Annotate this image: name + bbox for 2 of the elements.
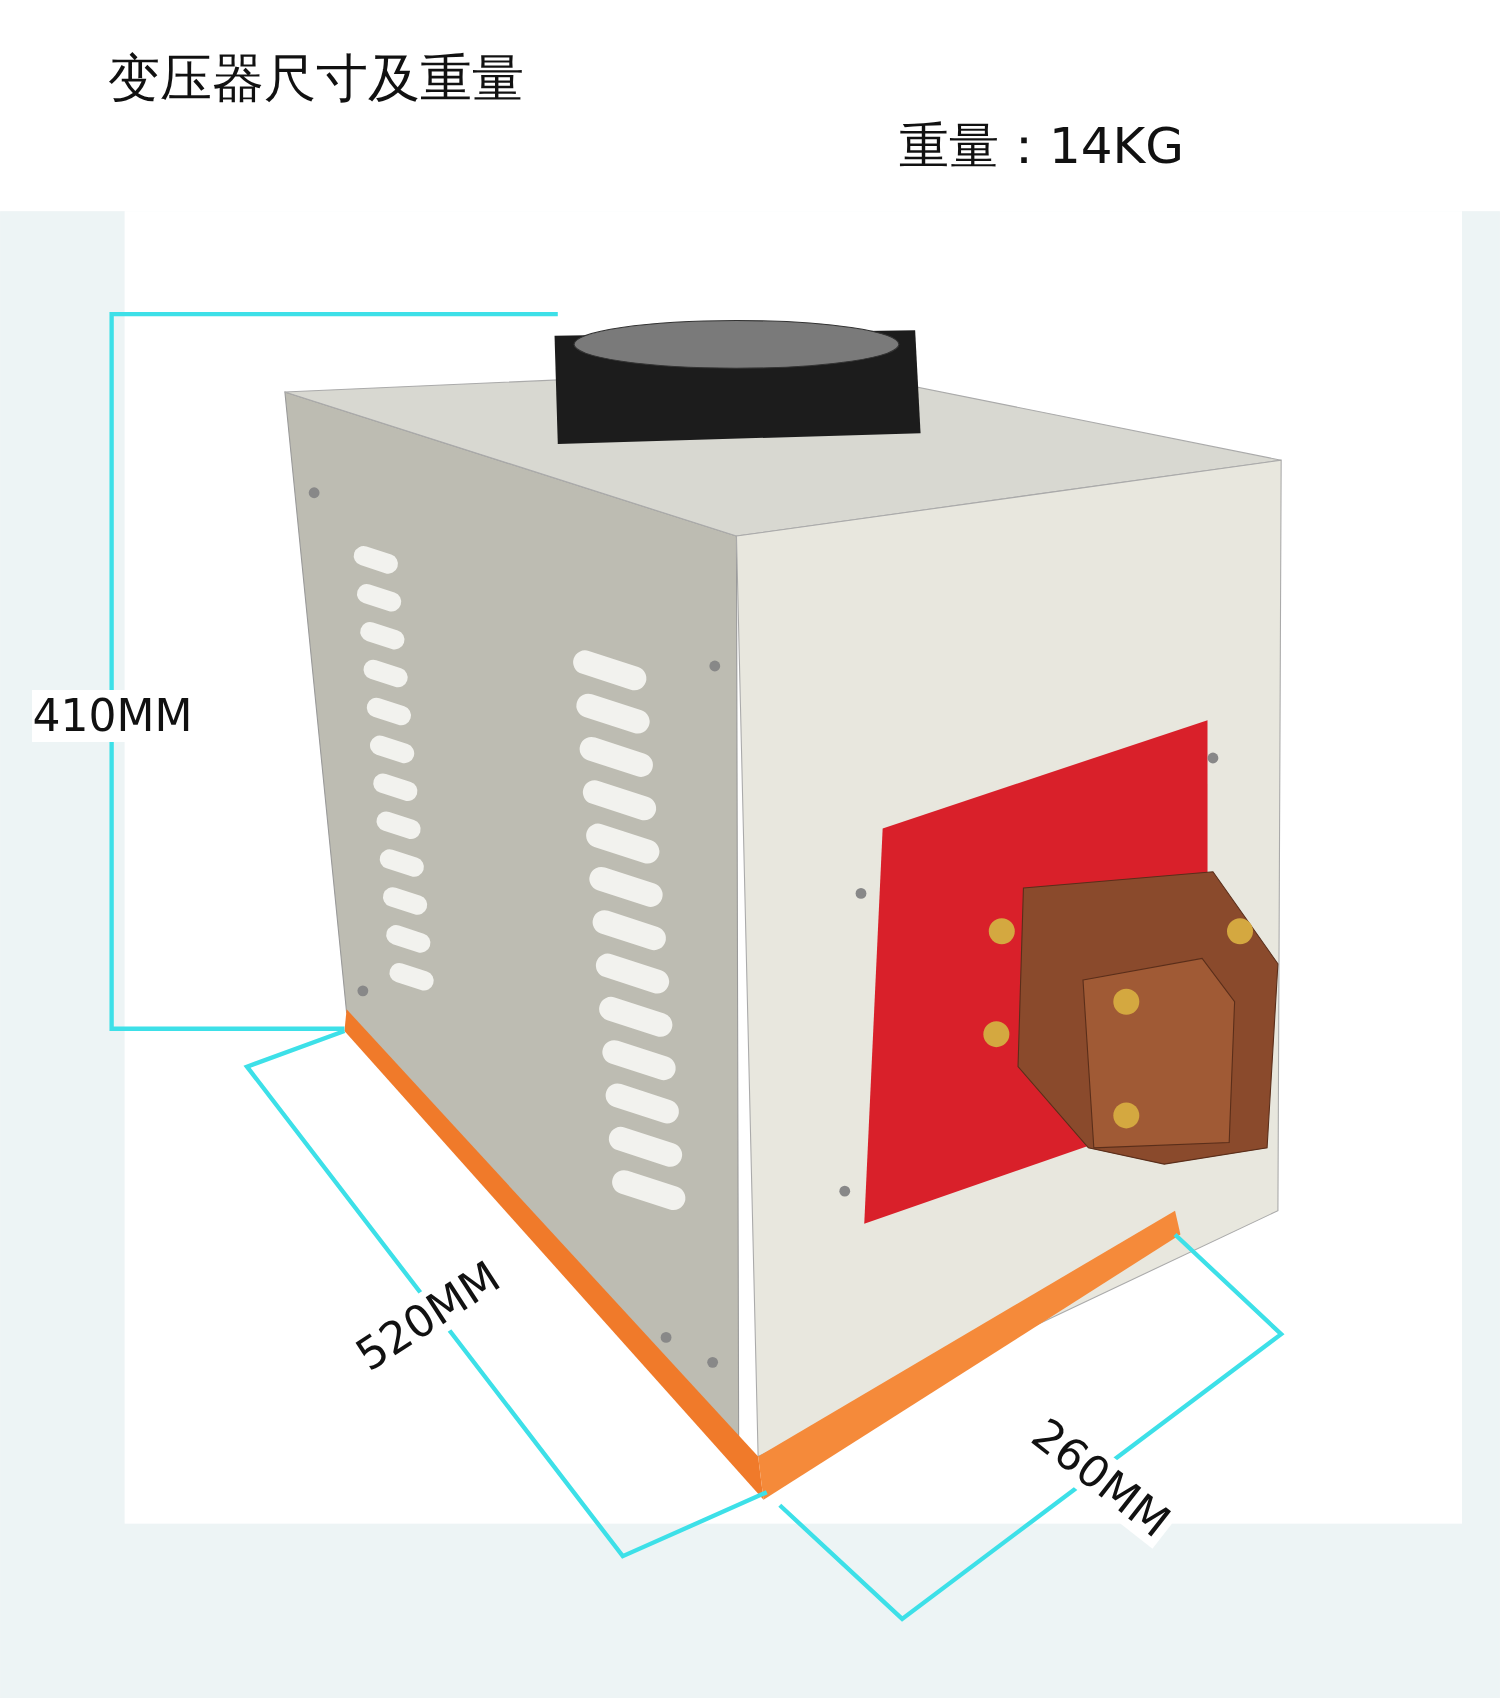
dimension-label: 重量：14KG (898, 121, 1185, 172)
title: 变压器尺寸及重量 (108, 52, 525, 104)
